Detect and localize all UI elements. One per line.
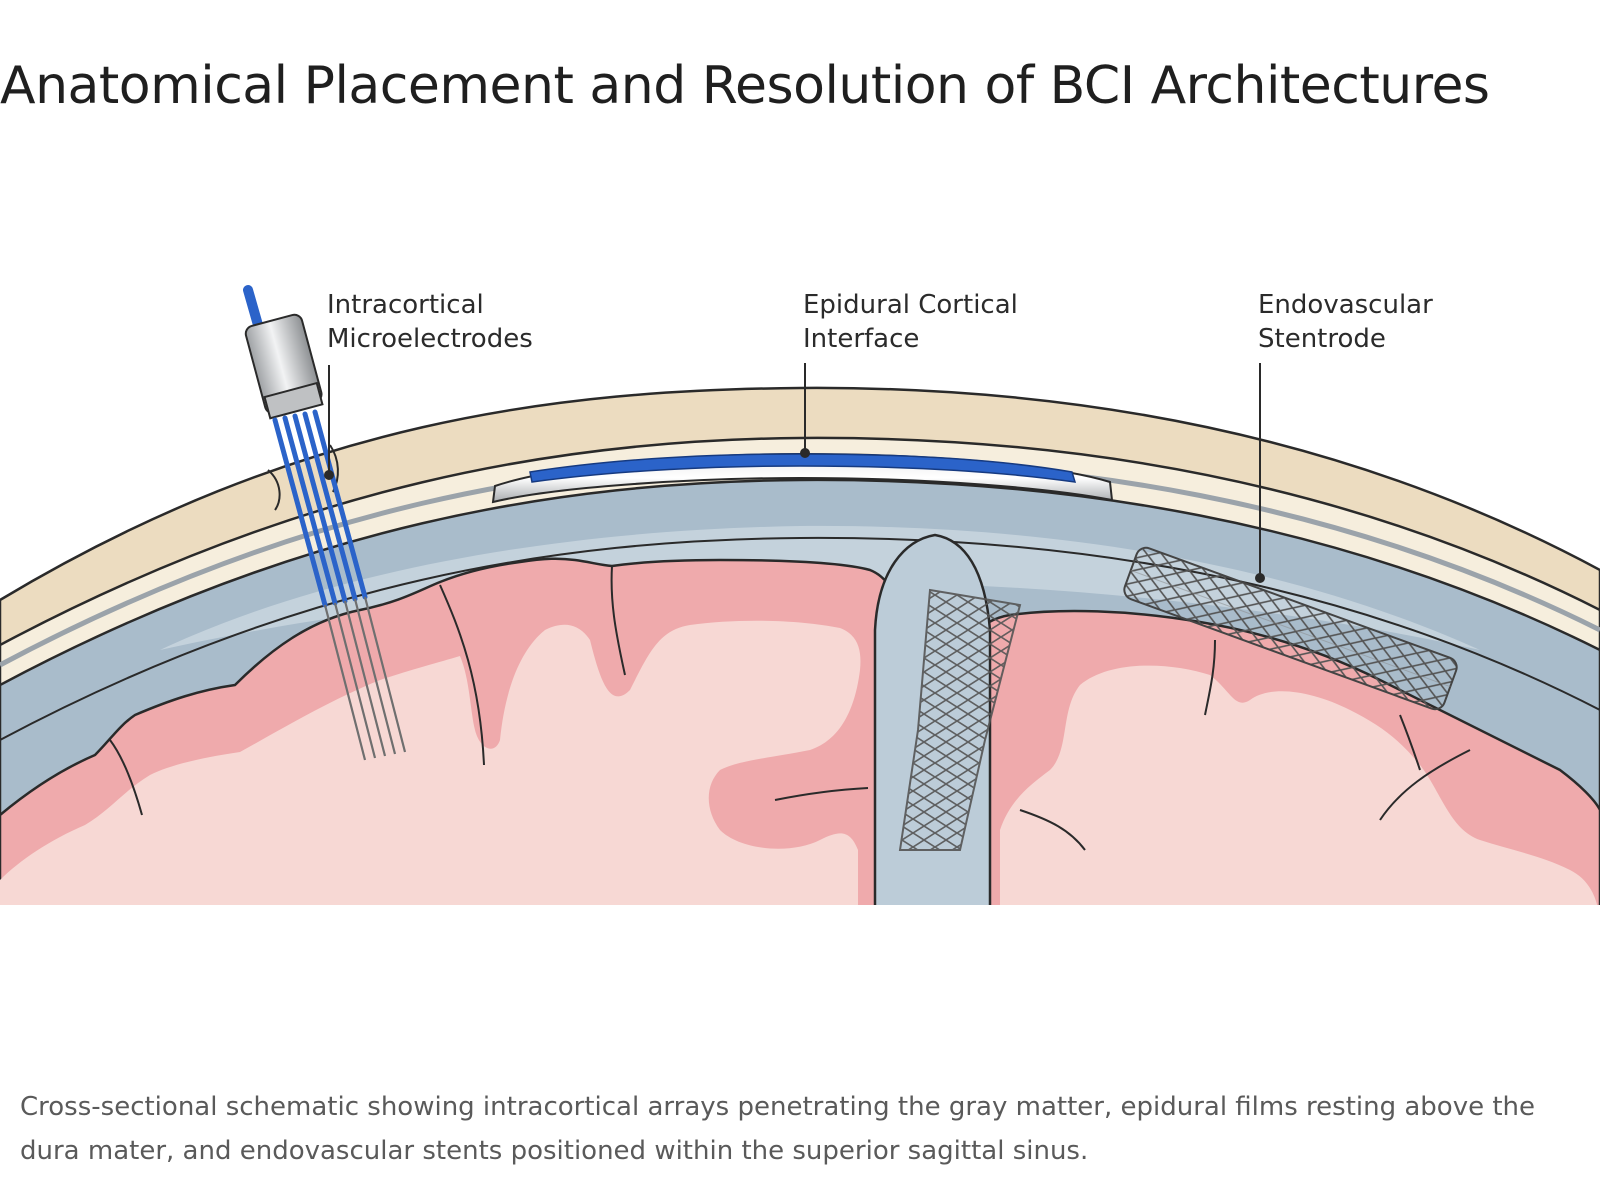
page-title: Anatomical Placement and Resolution of B… <box>0 56 1490 116</box>
figure-caption: Cross-sectional schematic showing intrac… <box>20 1092 1536 1166</box>
right-hemisphere-white-matter <box>1000 665 1598 905</box>
epidural-label: Epidural Cortical Interface <box>803 290 1026 354</box>
left-hemisphere-white-matter <box>0 620 861 905</box>
endovascular-label: Endovascular Stentrode <box>1258 290 1441 354</box>
intracortical-label: Intracortical Microelectrodes <box>327 290 533 354</box>
epidural-electrode-strip <box>529 453 1077 483</box>
fissure-stent <box>898 588 1022 851</box>
intracortical-microelectrode-array <box>243 285 407 761</box>
bci-anatomy-diagram: Intracortical Microelectrodes Epidural C… <box>0 210 1600 930</box>
endovascular-stentrode <box>1123 546 1458 711</box>
